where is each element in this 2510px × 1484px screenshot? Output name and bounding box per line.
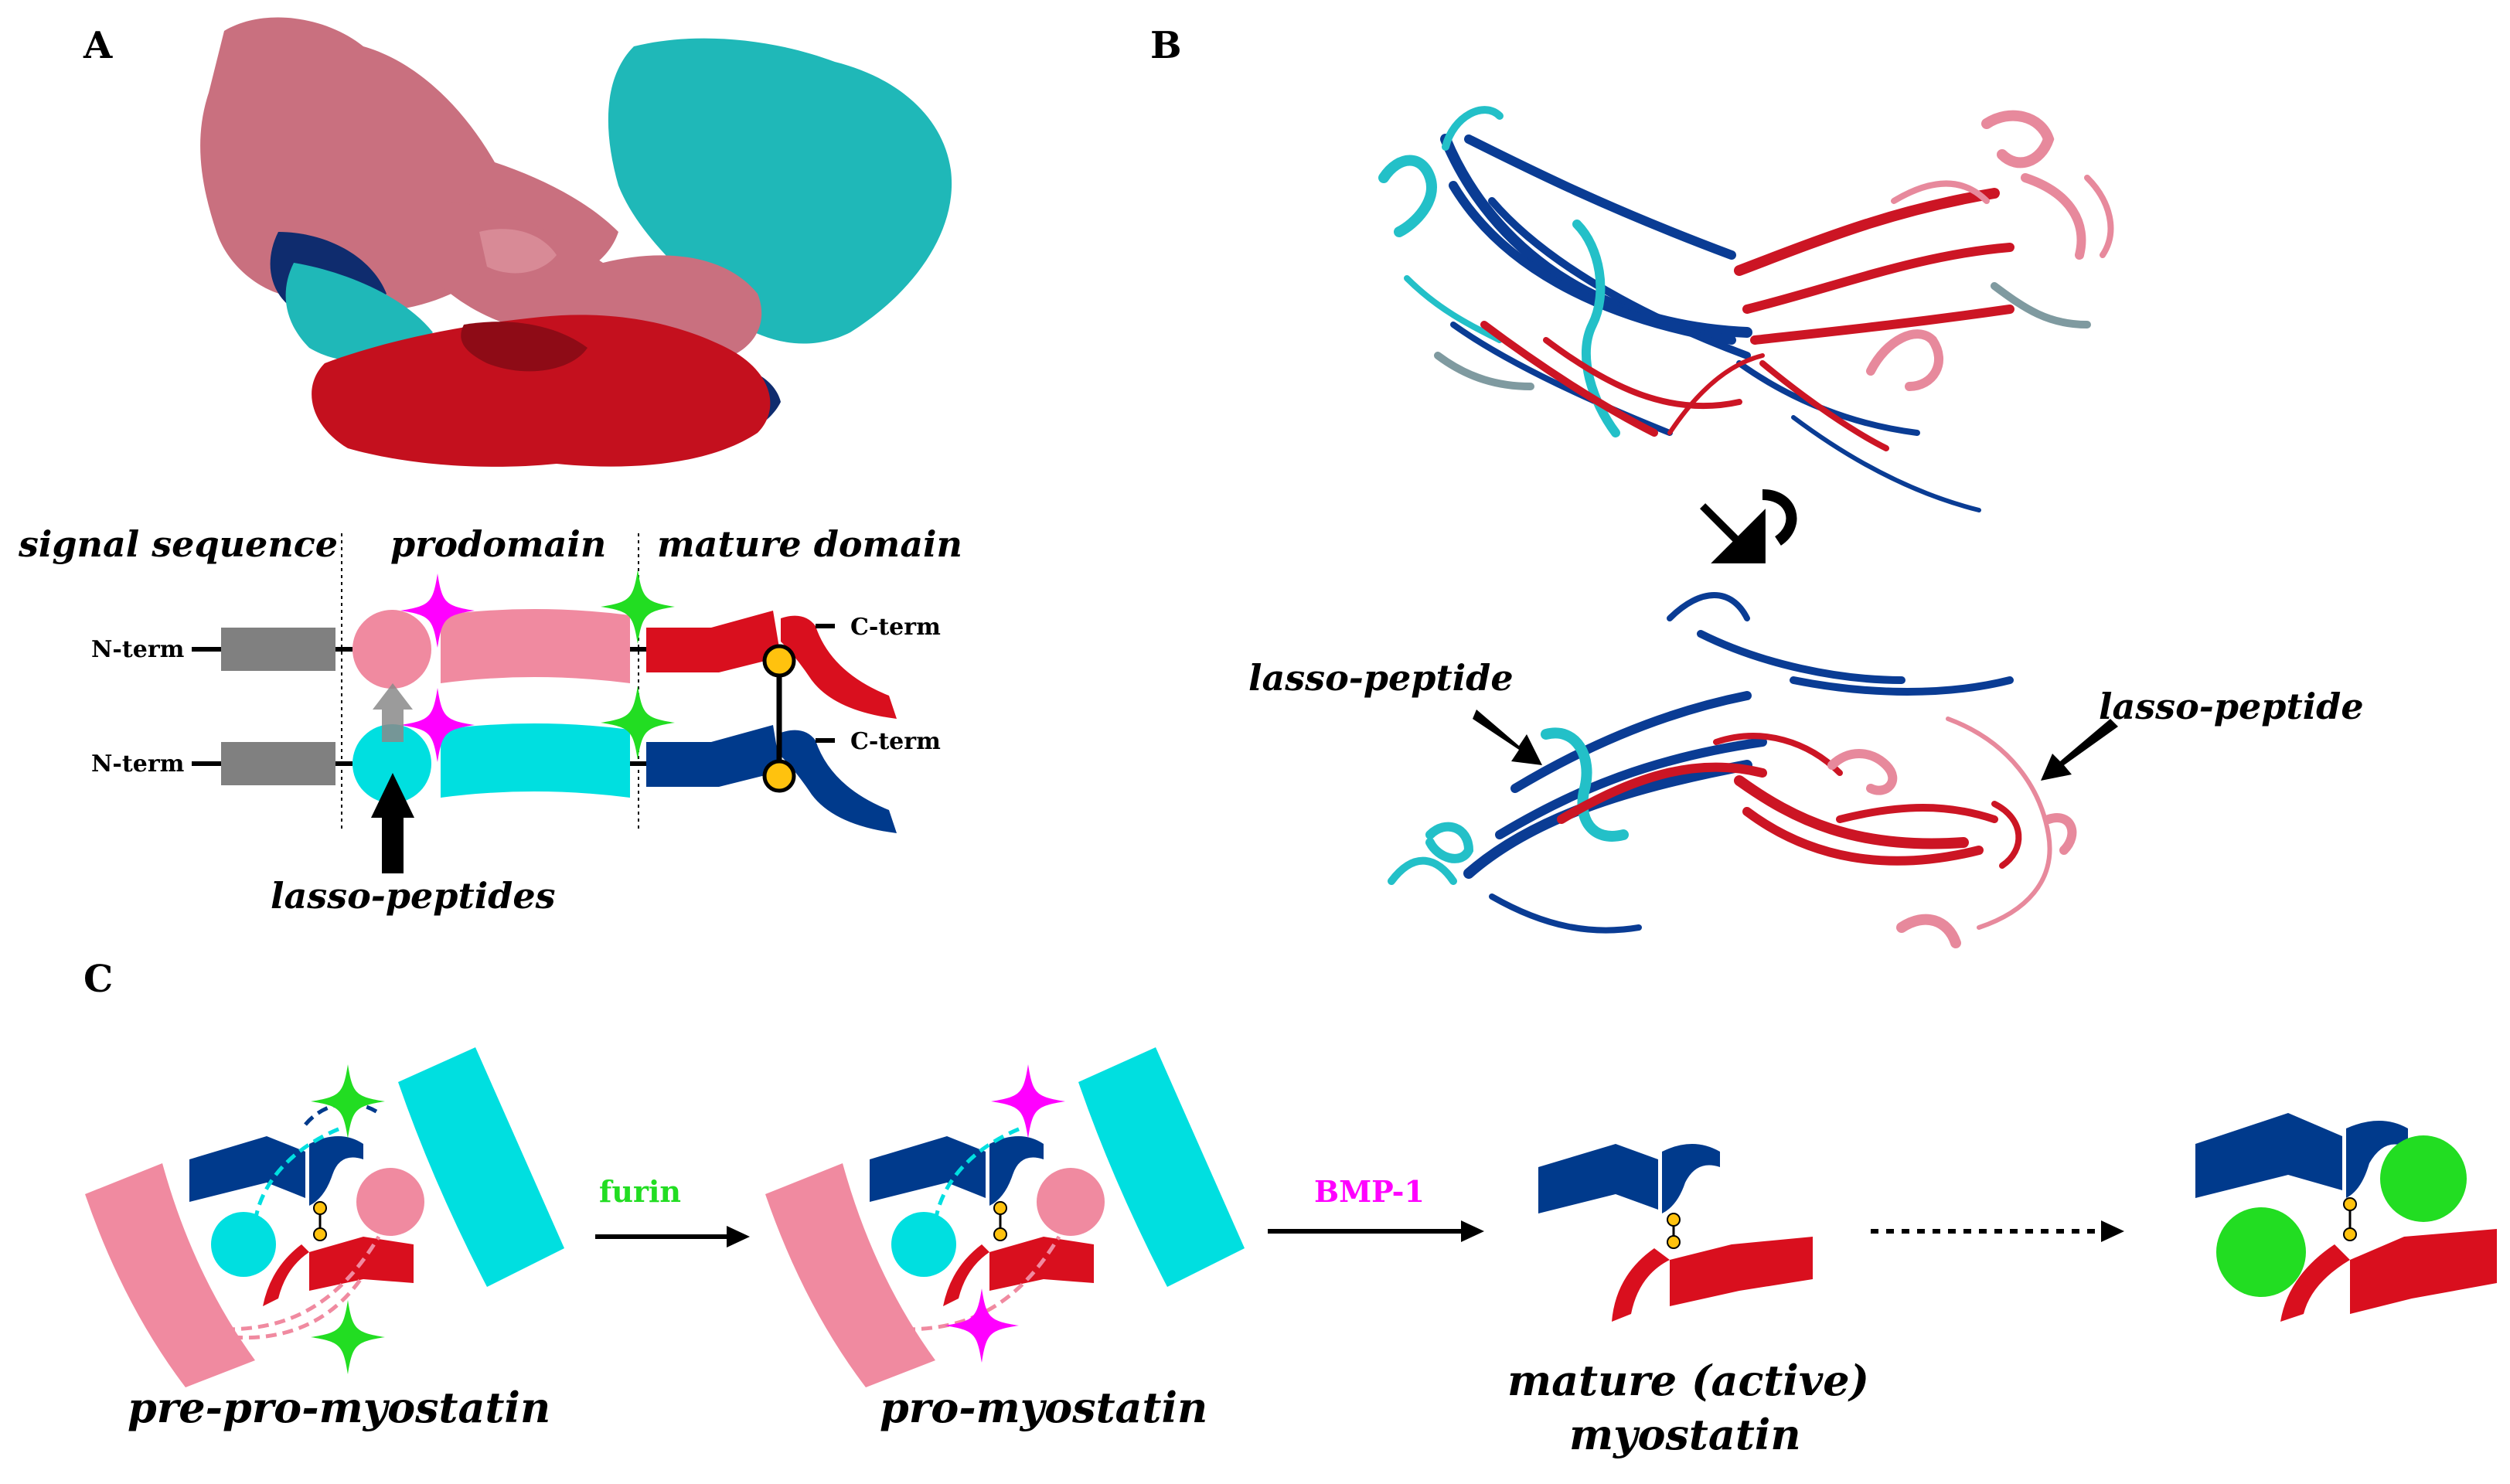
lasso-peptide-label-right: lasso-peptide [2099, 686, 2364, 727]
pink-prodomain-arc [85, 1163, 255, 1387]
mature-label-line2: myostatin [1569, 1410, 1801, 1459]
bound-myostatin-diagram [2195, 1113, 2497, 1322]
signal-block-lower [221, 742, 335, 785]
ribbon-structure-bottom [1388, 592, 2077, 948]
prodomain-block-lower [441, 723, 630, 798]
pre-pro-myostatin-diagram [85, 1047, 564, 1387]
cyan-lasso-circle [211, 1212, 276, 1277]
lasso-peptide-label-left: lasso-peptide [1248, 657, 1514, 699]
signal-sequence-label: signal sequence [18, 523, 338, 565]
panel-label-b: B [1150, 24, 1182, 67]
bmp1-label: BMP-1 [1314, 1174, 1425, 1209]
mature-myostatin-diagram [1538, 1144, 1813, 1322]
prodomain-label: prodomain [390, 523, 606, 565]
mature-block-lower [646, 725, 781, 787]
lasso-arrow-right [2041, 719, 2118, 781]
mature-block-upper [646, 611, 781, 672]
bound-green-circle-right [2380, 1135, 2467, 1222]
mature-domain-label: mature domain [657, 523, 962, 565]
lasso-arrow-black [371, 773, 414, 873]
furin-label: furin [599, 1174, 681, 1209]
panel-label-c: C [83, 958, 113, 1001]
lasso-arrow-left [1473, 710, 1542, 765]
disulfide-dot-lower [762, 759, 796, 793]
ribbon-structure-top [1378, 106, 2114, 512]
lasso-peptides-label: lasso-peptides [271, 875, 556, 917]
lasso-arrow-gray [373, 683, 413, 742]
bound-green-circle-left [2216, 1207, 2306, 1297]
c-term-label-upper: C-term [850, 614, 941, 641]
mature-label-line1: mature (active) [1507, 1356, 1869, 1405]
chain-lower: N-term C-term [91, 723, 941, 833]
signal-block-upper [221, 628, 335, 671]
pro-myostatin-diagram [765, 1047, 1245, 1387]
panel-label-a: A [83, 24, 113, 67]
c-term-label-lower: C-term [850, 728, 941, 755]
cyan-prodomain-arc [398, 1047, 564, 1287]
disulfide-dot-upper [762, 644, 796, 678]
surface-structure [200, 17, 952, 467]
prodomain-block-upper [441, 609, 630, 683]
n-term-label-upper: N-term [91, 636, 185, 663]
lasso-circle-upper [352, 610, 431, 689]
rotation-arrow-icon [1700, 489, 1797, 563]
pro-myostatin-label: pro-myostatin [880, 1383, 1207, 1432]
pink-lasso-circle [356, 1168, 424, 1236]
chain-upper: N-term C-term [91, 609, 941, 719]
n-term-label-lower: N-term [91, 751, 185, 778]
pre-pro-myostatin-label: pre-pro-myostatin [128, 1383, 550, 1432]
lasso-circle-lower [352, 724, 431, 803]
